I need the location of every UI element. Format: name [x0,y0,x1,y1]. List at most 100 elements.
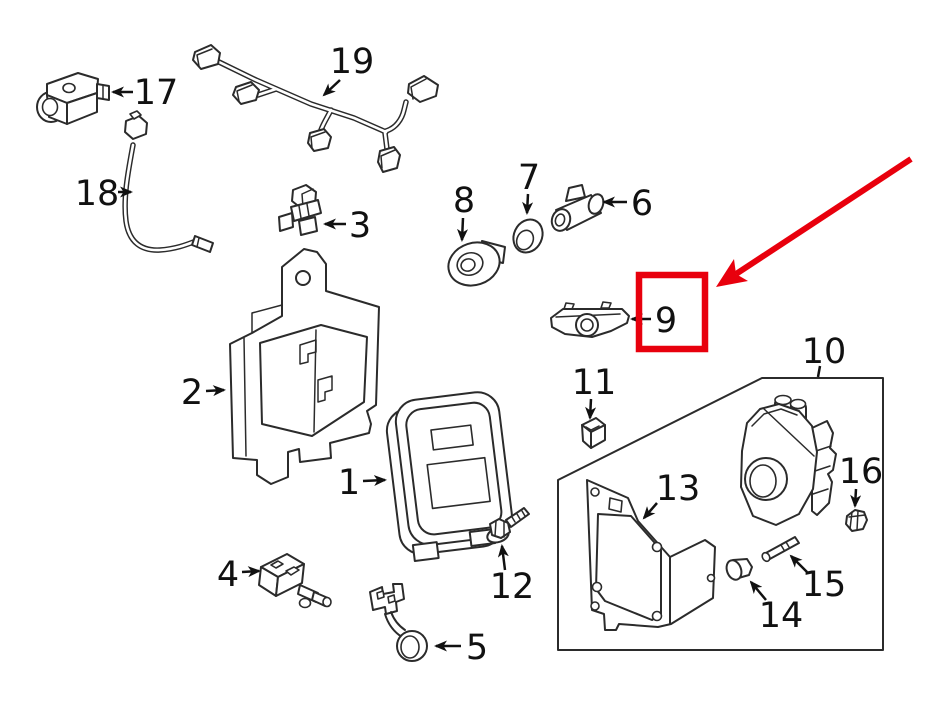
bracket-left-face [243,337,247,457]
part-15-screw-pin[interactable] [761,536,800,563]
part-7-grommet-ring[interactable] [508,215,548,258]
clip-tab [298,216,318,236]
part-9-bracket[interactable] [550,301,630,338]
connector-c-fold [310,131,326,149]
top-boss [62,82,76,94]
callout-8-label[interactable]: 8 [453,181,475,221]
connector-e-fold [410,78,427,100]
callout-16-label[interactable]: 16 [839,452,884,492]
clamp-hole-2 [387,594,396,604]
callout-2: 2 [181,373,226,413]
callout-14-label[interactable]: 14 [759,596,804,636]
callout-10-label[interactable]: 10 [802,332,847,372]
harness-connector-e [407,75,439,103]
callout-19: 19 [322,42,375,97]
part-12-bolt[interactable] [485,507,530,545]
connector-d-fold [380,149,396,169]
callout-6: 6 [602,184,653,224]
callout-9-label[interactable]: 9 [655,301,677,341]
highlight-box [635,271,709,353]
callout-2-leader [205,385,226,397]
bolt-head [489,518,511,539]
callout-1: 1 [338,463,387,503]
sensor4-hole-2 [285,566,300,576]
callout-7-leader [522,193,534,215]
retainer-hole [554,213,566,227]
callout-3: 3 [323,206,371,246]
branch-d-core [383,131,389,151]
part-6-retainer[interactable] [549,184,606,233]
callout-7: 7 [518,158,540,215]
cable-core [123,143,198,252]
callout-7-label[interactable]: 7 [518,158,540,198]
callout-14: 14 [749,580,804,636]
bolt-head-facets [494,520,505,538]
callout-12-label[interactable]: 12 [490,567,535,607]
callout-1-label[interactable]: 1 [338,463,360,503]
callout-6-label[interactable]: 6 [631,184,653,224]
callout-8-leader [457,217,468,242]
callout-10-leader [816,365,822,378]
part-19-wiring-harness[interactable] [192,44,439,173]
part-11-clip[interactable] [581,417,606,449]
harness-connector-b [232,81,260,105]
callout-15-label[interactable]: 15 [802,565,847,605]
part-10-radar-sensor[interactable] [740,394,837,526]
part-18-antenna-cable[interactable] [122,110,214,253]
callout-13: 13 [642,469,701,520]
part-14-grommet[interactable] [724,558,753,582]
bracket13-hole-5 [651,541,663,553]
bracket-step [251,304,283,334]
callout-5: 5 [434,628,488,668]
part-17-camera-sensor[interactable] [36,72,110,125]
pin-head [761,551,771,563]
clamp-hole-1 [376,590,385,600]
clamp-upper [369,583,405,615]
callout-3-label[interactable]: 3 [349,206,371,246]
branch-e-core [384,100,408,133]
radar-connector-1-top [774,394,792,406]
part-3-sensor-clip[interactable] [278,184,322,236]
radar-connector-2-top [789,398,807,410]
highlight-arrow-head [716,259,748,287]
bracket13-hole-4 [651,610,663,622]
callout-4: 4 [217,555,261,595]
part-5-bracket-clamp[interactable] [369,583,428,662]
part-8-grommet-nut[interactable] [443,236,506,292]
callout-11-leader [585,398,597,420]
clip11-notch [585,425,600,431]
callout-13-leader [642,502,658,520]
callout-1-leader [362,475,387,486]
sensor4-tip-end [322,596,332,608]
part-1-control-module[interactable] [383,390,516,563]
harness-trunk-core [217,60,388,134]
highlight-annotation [635,156,913,353]
callout-18-label[interactable]: 18 [75,174,120,214]
callout-12: 12 [490,544,535,607]
part-13-radar-bracket[interactable] [586,479,716,631]
callout-11-label[interactable]: 11 [572,363,617,403]
callout-10: 10 [802,332,847,378]
sensor4-hole-1 [270,560,284,569]
callout-5-label[interactable]: 5 [466,628,488,668]
module-label-small [430,424,474,451]
lens-inner [41,97,59,117]
cable-terminal [191,235,214,253]
part-16-clip-nut[interactable] [845,509,868,532]
callout-4-label[interactable]: 4 [217,555,239,595]
part-4-sensor[interactable] [258,553,332,609]
callout-19-label[interactable]: 19 [330,42,375,82]
callout-17-label[interactable]: 17 [134,73,179,113]
connector-tip [129,110,142,120]
callout-15-leader [789,554,808,573]
callout-13-label[interactable]: 13 [656,469,701,509]
callout-2-label[interactable]: 2 [181,373,203,413]
callout-19-leader [322,79,341,97]
sensor4-stub [298,597,312,609]
module-tab-left [411,541,440,562]
radar-inner-edge [751,408,798,427]
callout-11: 11 [572,363,617,420]
part-2-mounting-bracket[interactable] [229,248,380,485]
clamp-hoop-inner [400,635,420,659]
callout-14-leader [749,580,767,601]
